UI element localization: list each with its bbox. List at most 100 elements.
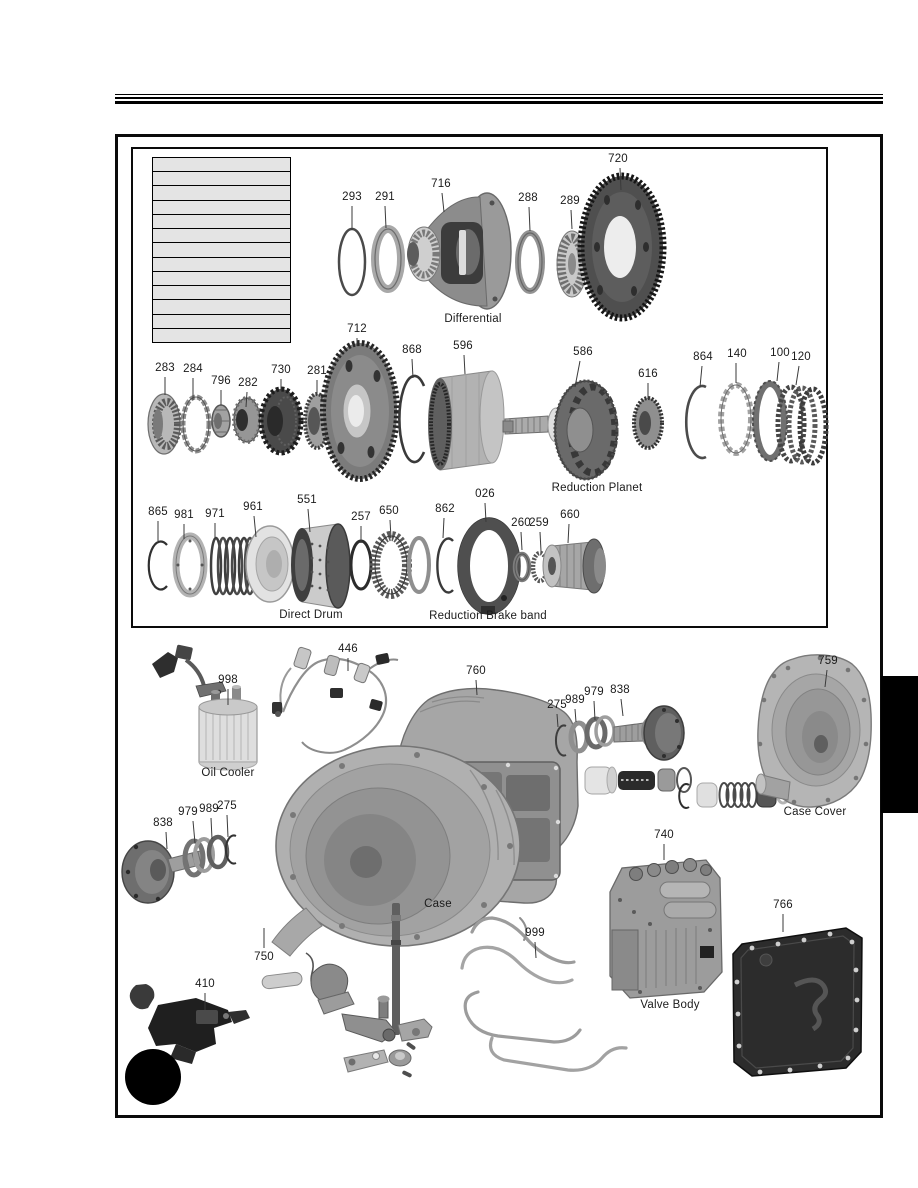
part-979-989-275-rings-left-graphic xyxy=(182,834,237,878)
part-label-275-44: 275 xyxy=(217,800,237,812)
part-label-979-42: 979 xyxy=(178,806,198,818)
part-label-796-8: 796 xyxy=(211,375,231,387)
part-label-750-45: 750 xyxy=(254,951,274,963)
part-730-gear-graphic xyxy=(258,386,304,456)
part-label-961-24: 961 xyxy=(243,501,263,513)
part-961-graphic xyxy=(245,525,295,603)
part-label-257-26: 257 xyxy=(351,511,371,523)
part-716-differential-graphic xyxy=(407,192,512,310)
part-label-720-5: 720 xyxy=(608,153,628,165)
legend-row xyxy=(153,286,290,301)
part-label-999-47: 999 xyxy=(525,927,545,939)
part-862-snap-ring-graphic xyxy=(436,537,454,594)
legend-row xyxy=(153,243,290,258)
edge-tab-marker xyxy=(881,676,918,813)
part-label-282-9: 282 xyxy=(238,377,258,389)
part-120-clutch-pack-graphic xyxy=(775,384,829,466)
part-label-971-23: 971 xyxy=(205,508,225,520)
part-766-oil-pan-graphic xyxy=(732,927,863,1077)
caption-case-6: Case xyxy=(424,898,452,910)
part-label-989-37: 989 xyxy=(565,694,585,706)
part-label-291-1: 291 xyxy=(375,191,395,203)
part-label-284-7: 284 xyxy=(183,363,203,375)
part-label-766-49: 766 xyxy=(773,899,793,911)
part-label-275-36: 275 xyxy=(547,699,567,711)
part-740-valve-body-graphic xyxy=(609,858,723,999)
mount-bracket-graphic xyxy=(152,644,227,698)
part-label-446-34: 446 xyxy=(338,643,358,655)
part-410-bracket-graphic xyxy=(129,984,250,1064)
legend-row xyxy=(153,229,290,244)
part-label-259-31: 259 xyxy=(529,517,549,529)
part-446-harness-graphic xyxy=(272,646,399,754)
caption-direct-drum-2: Direct Drum xyxy=(279,609,343,621)
legend-row xyxy=(153,201,290,215)
part-999-pipes-graphic xyxy=(460,916,628,1072)
legend-table xyxy=(152,157,291,343)
part-label-868-13: 868 xyxy=(402,344,422,356)
part-label-650-27: 650 xyxy=(379,505,399,517)
part-720-ring-gear-graphic xyxy=(577,172,667,322)
part-label-283-6: 283 xyxy=(155,362,175,374)
part-label-838-39: 838 xyxy=(610,684,630,696)
legend-row xyxy=(153,272,290,287)
accumulator-spring-set-1-graphic xyxy=(584,766,692,795)
part-660-servo-graphic xyxy=(542,538,606,594)
legend-row xyxy=(153,315,290,329)
part-label-838-41: 838 xyxy=(153,817,173,829)
header-rule-thin xyxy=(115,94,883,95)
part-275-989-979-rings-graphic xyxy=(554,715,616,757)
part-label-596-14: 596 xyxy=(453,340,473,352)
part-label-862-28: 862 xyxy=(435,503,455,515)
legend-row xyxy=(153,300,290,315)
part-865-snap-ring-graphic xyxy=(147,540,168,591)
caption-case-cover-5: Case Cover xyxy=(783,806,847,818)
part-label-100-19: 100 xyxy=(770,347,790,359)
caption-differential-0: Differential xyxy=(444,313,502,325)
part-label-730-10: 730 xyxy=(271,364,291,376)
caption-reduction-planet-1: Reduction Planet xyxy=(551,482,643,494)
part-label-120-20: 120 xyxy=(791,351,811,363)
part-998-oil-cooler-graphic xyxy=(198,685,258,771)
part-label-586-15: 586 xyxy=(573,346,593,358)
part-838-output-shaft-graphic xyxy=(613,705,685,761)
part-759-case-cover-graphic xyxy=(755,654,872,808)
part-288-graphic xyxy=(515,230,545,294)
part-260-graphic xyxy=(512,551,532,583)
legend-row xyxy=(153,158,290,173)
part-plain-ring-graphic xyxy=(407,536,431,594)
part-label-979-38: 979 xyxy=(584,686,604,698)
punch-dot-marker xyxy=(125,1049,181,1105)
upper-diagram-frame xyxy=(131,147,828,628)
part-616-graphic xyxy=(632,396,664,450)
part-551-direct-drum-graphic xyxy=(291,523,351,609)
part-label-981-22: 981 xyxy=(174,509,194,521)
part-label-140-18: 140 xyxy=(727,348,747,360)
part-284-graphic xyxy=(180,394,212,454)
part-label-998-33: 998 xyxy=(218,674,238,686)
part-label-740-48: 740 xyxy=(654,829,674,841)
shift-linkage-graphic xyxy=(261,903,433,1078)
part-label-660-32: 660 xyxy=(560,509,580,521)
part-label-289-4: 289 xyxy=(560,195,580,207)
part-label-551-25: 551 xyxy=(297,494,317,506)
legend-row xyxy=(153,186,290,201)
part-label-410-46: 410 xyxy=(195,978,215,990)
part-label-281-11: 281 xyxy=(307,365,327,377)
caption-valve-body-7: Valve Body xyxy=(640,999,700,1011)
part-283-graphic xyxy=(147,393,182,455)
header-rule-medium xyxy=(115,97,883,99)
part-label-616-16: 616 xyxy=(638,368,658,380)
part-label-760-35: 760 xyxy=(466,665,486,677)
part-label-288-3: 288 xyxy=(518,192,538,204)
part-label-865-21: 865 xyxy=(148,506,168,518)
part-796-graphic xyxy=(211,404,231,438)
part-864-snap-ring-graphic xyxy=(684,384,707,460)
part-label-716-2: 716 xyxy=(431,178,451,190)
part-750-bell-housing-graphic xyxy=(271,745,521,957)
part-712-gear-graphic xyxy=(320,340,400,482)
legend-row xyxy=(153,172,290,187)
part-596-drum-graphic xyxy=(428,370,505,471)
